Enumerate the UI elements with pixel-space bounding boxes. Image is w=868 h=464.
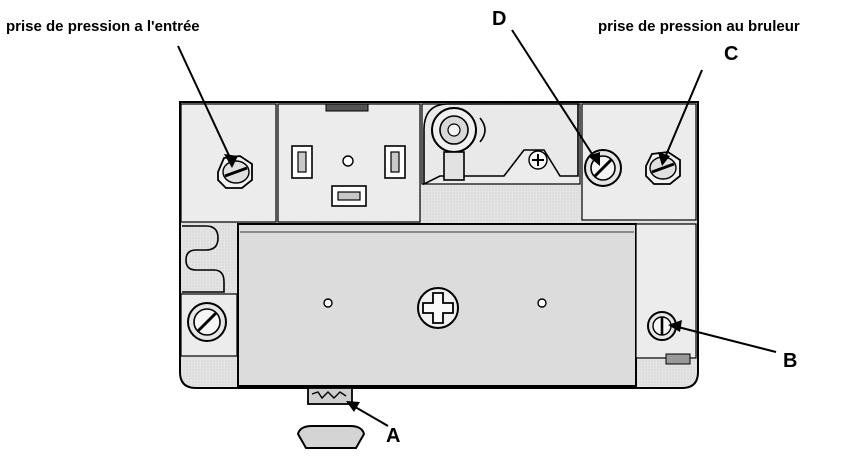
inlet-pressure-screw: [217, 155, 253, 189]
leader-d: [511, 29, 597, 161]
label-c: C: [724, 43, 739, 65]
label-a: A: [386, 425, 401, 447]
outlet-fitting-a: [307, 387, 353, 405]
label-b: B: [783, 350, 798, 372]
terminal-left: [291, 145, 313, 179]
cover-center-screw: [417, 287, 459, 329]
solenoid-coil: [431, 107, 486, 181]
label-d: D: [492, 8, 507, 30]
leader-lines: [177, 29, 777, 427]
connector-center-hole: [342, 155, 354, 167]
left-lower-screw: [187, 302, 227, 342]
outlet-cap: [296, 425, 366, 449]
connector-top-tab: [325, 103, 369, 112]
leader-c: [663, 69, 703, 161]
terminal-right: [384, 145, 406, 179]
regulator-cross-screw: [528, 150, 548, 170]
left-channel: [182, 225, 225, 293]
label-burner-pressure-tap: prise de pression au bruleur: [598, 18, 800, 35]
cover-hole-left: [323, 298, 333, 308]
leader-inlet: [177, 45, 233, 163]
cover-hole-right: [537, 298, 547, 308]
leader-b: [673, 325, 777, 353]
terminal-bottom: [331, 185, 367, 207]
screw-b: [647, 311, 677, 341]
label-inlet-pressure-tap: prise de pression a l'entrée: [6, 18, 200, 35]
